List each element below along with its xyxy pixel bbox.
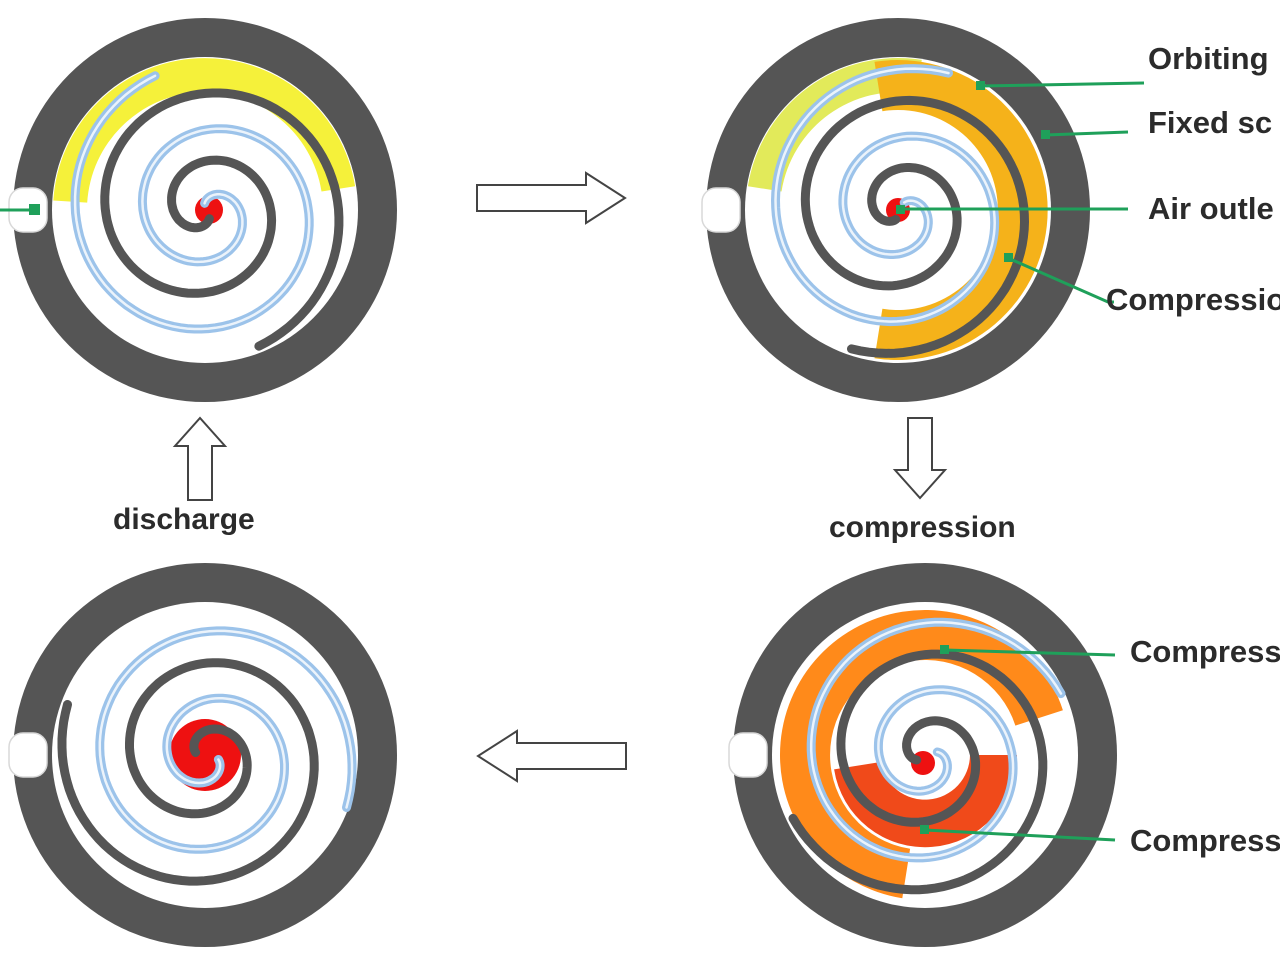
inlet-port	[701, 187, 741, 233]
orbiting-scroll-core	[98, 629, 354, 851]
arrow-left-icon	[476, 729, 627, 783]
leader-dot	[1041, 130, 1050, 139]
compressor-discharge-state	[8, 563, 397, 947]
inlet-port	[8, 732, 48, 778]
callout-fixed-scroll: Fixed sc	[1148, 105, 1273, 140]
orbiting-scroll-core	[774, 67, 996, 323]
fixed-scroll	[100, 88, 344, 351]
compressor-suction-state	[8, 18, 397, 402]
leader-lines	[0, 81, 1145, 842]
leader-line-fixed	[1044, 130, 1129, 137]
callout-orbiting-scroll: Orbiting	[1148, 41, 1269, 76]
leader-dot	[920, 825, 929, 834]
leader-line-compression-top	[1007, 256, 1114, 304]
orbiting-scroll-core	[73, 74, 311, 331]
compressor-compression-state	[728, 563, 1117, 947]
callout-air-outlet: Air outle	[1148, 191, 1274, 226]
callout-compress-inner: Compress	[1130, 823, 1280, 858]
leader-dot	[940, 645, 949, 654]
stage-label-compression: compression	[829, 511, 1016, 544]
leader-line-compress-2	[924, 828, 1116, 842]
arrow-down-icon	[892, 417, 948, 500]
suction-pocket	[747, 58, 922, 192]
stage-label-discharge: discharge	[113, 503, 255, 536]
outer-compress-pocket	[779, 609, 1063, 899]
fixed-scroll	[800, 95, 1030, 358]
leader-line-compress-1	[944, 648, 1116, 657]
orbiting-scroll-core	[809, 621, 1063, 860]
leader-dot	[1004, 253, 1013, 262]
leader-dots	[29, 81, 1050, 834]
inlet-port	[728, 732, 768, 778]
fixed-scroll	[788, 649, 1048, 895]
arrow-right-icon	[476, 171, 627, 225]
leader-line-orbiting	[979, 81, 1145, 88]
arrow-up-icon	[172, 416, 228, 501]
leader-dot	[976, 81, 985, 90]
leader-dot	[896, 205, 905, 214]
leader-dot	[29, 204, 40, 215]
callout-compression-chamber: Compressio	[1106, 282, 1280, 317]
callout-compress-outer: Compress	[1130, 634, 1280, 669]
fixed-scroll	[57, 658, 319, 886]
